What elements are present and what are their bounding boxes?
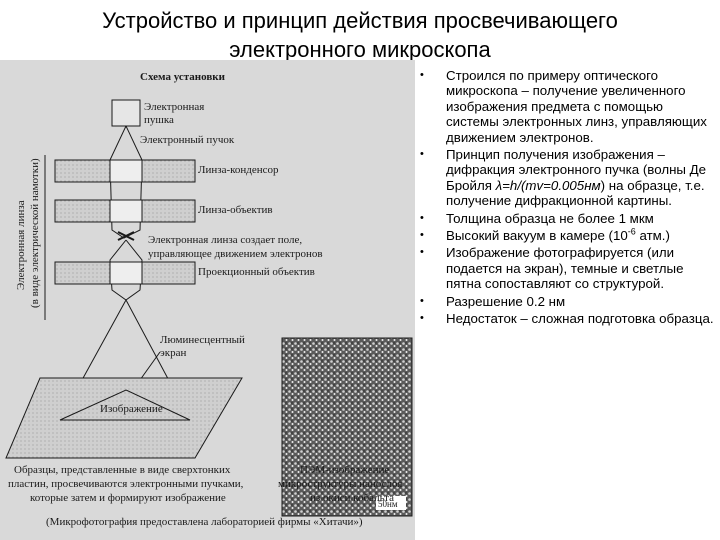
condenser-label: Линза-конденсор [198,164,279,176]
caption-right-2: микроструктуры нанослоя [278,478,402,490]
caption-right-1: ПЭМ-изображение [300,464,389,476]
figure-heading: Схема установки [140,71,226,83]
image-label: Изображение [100,403,163,415]
bullet-list: Строился по примеру оптического микроско… [416,68,716,329]
exponent: -6 [628,227,636,237]
bullet-item: Высокий вакуум в камере (10-6 атм.) [416,228,716,243]
slide-title: Устройство и принцип действия просвечива… [0,6,720,64]
title-line-1: Устройство и принцип действия просвечива… [0,6,720,35]
luminescent-screen [6,378,242,458]
beam-label: Электронный пучок [140,134,235,146]
caption-left-1: Образцы, представленные в виде сверхтонк… [14,464,231,476]
screen-label-1: Люминесцентный [160,334,245,346]
side-label-1: Электронная линза [15,200,27,290]
gun-label-2: пушка [144,114,174,126]
screen-label-2: экран [160,347,186,359]
caption-left-3: которые затем и формируют изображение [30,492,226,504]
objective-label: Линза-объектив [198,204,273,216]
field-label-2: управляющее движением электронов [148,248,323,260]
de-broglie-formula: λ=h/(mv=0.005нм [496,178,601,193]
bullet-item: Принцип получения изображения – дифракци… [416,147,716,209]
side-label-2: (в виде электрической намотки) [29,158,41,308]
microscope-schematic: Электронная линза (в виде электрической … [0,60,415,540]
bullet-item: Строился по примеру оптического микроско… [416,68,716,145]
bullet-item: Изображение фотографируется (или подаетс… [416,245,716,291]
caption-left-2: пластин, просвечиваются электронными пуч… [8,478,244,490]
projection-label: Проекционный объектив [198,266,315,278]
microscope-diagram: Электронная линза (в виде электрической … [0,60,415,540]
electron-gun [112,100,140,126]
caption-right-3: из окиси кобальта [310,492,394,504]
figure-credit: (Микрофотография предоставлена лаборатор… [46,516,363,528]
bullet-item: Толщина образца не более 1 мкм [416,211,716,226]
bullet-item: Недостаток – сложная подготовка образца. [416,311,716,326]
bullet-item: Разрешение 0.2 нм [416,294,716,309]
gun-label-1: Электронная [144,101,204,113]
field-label-1: Электронная линза создает поле, [148,234,302,246]
